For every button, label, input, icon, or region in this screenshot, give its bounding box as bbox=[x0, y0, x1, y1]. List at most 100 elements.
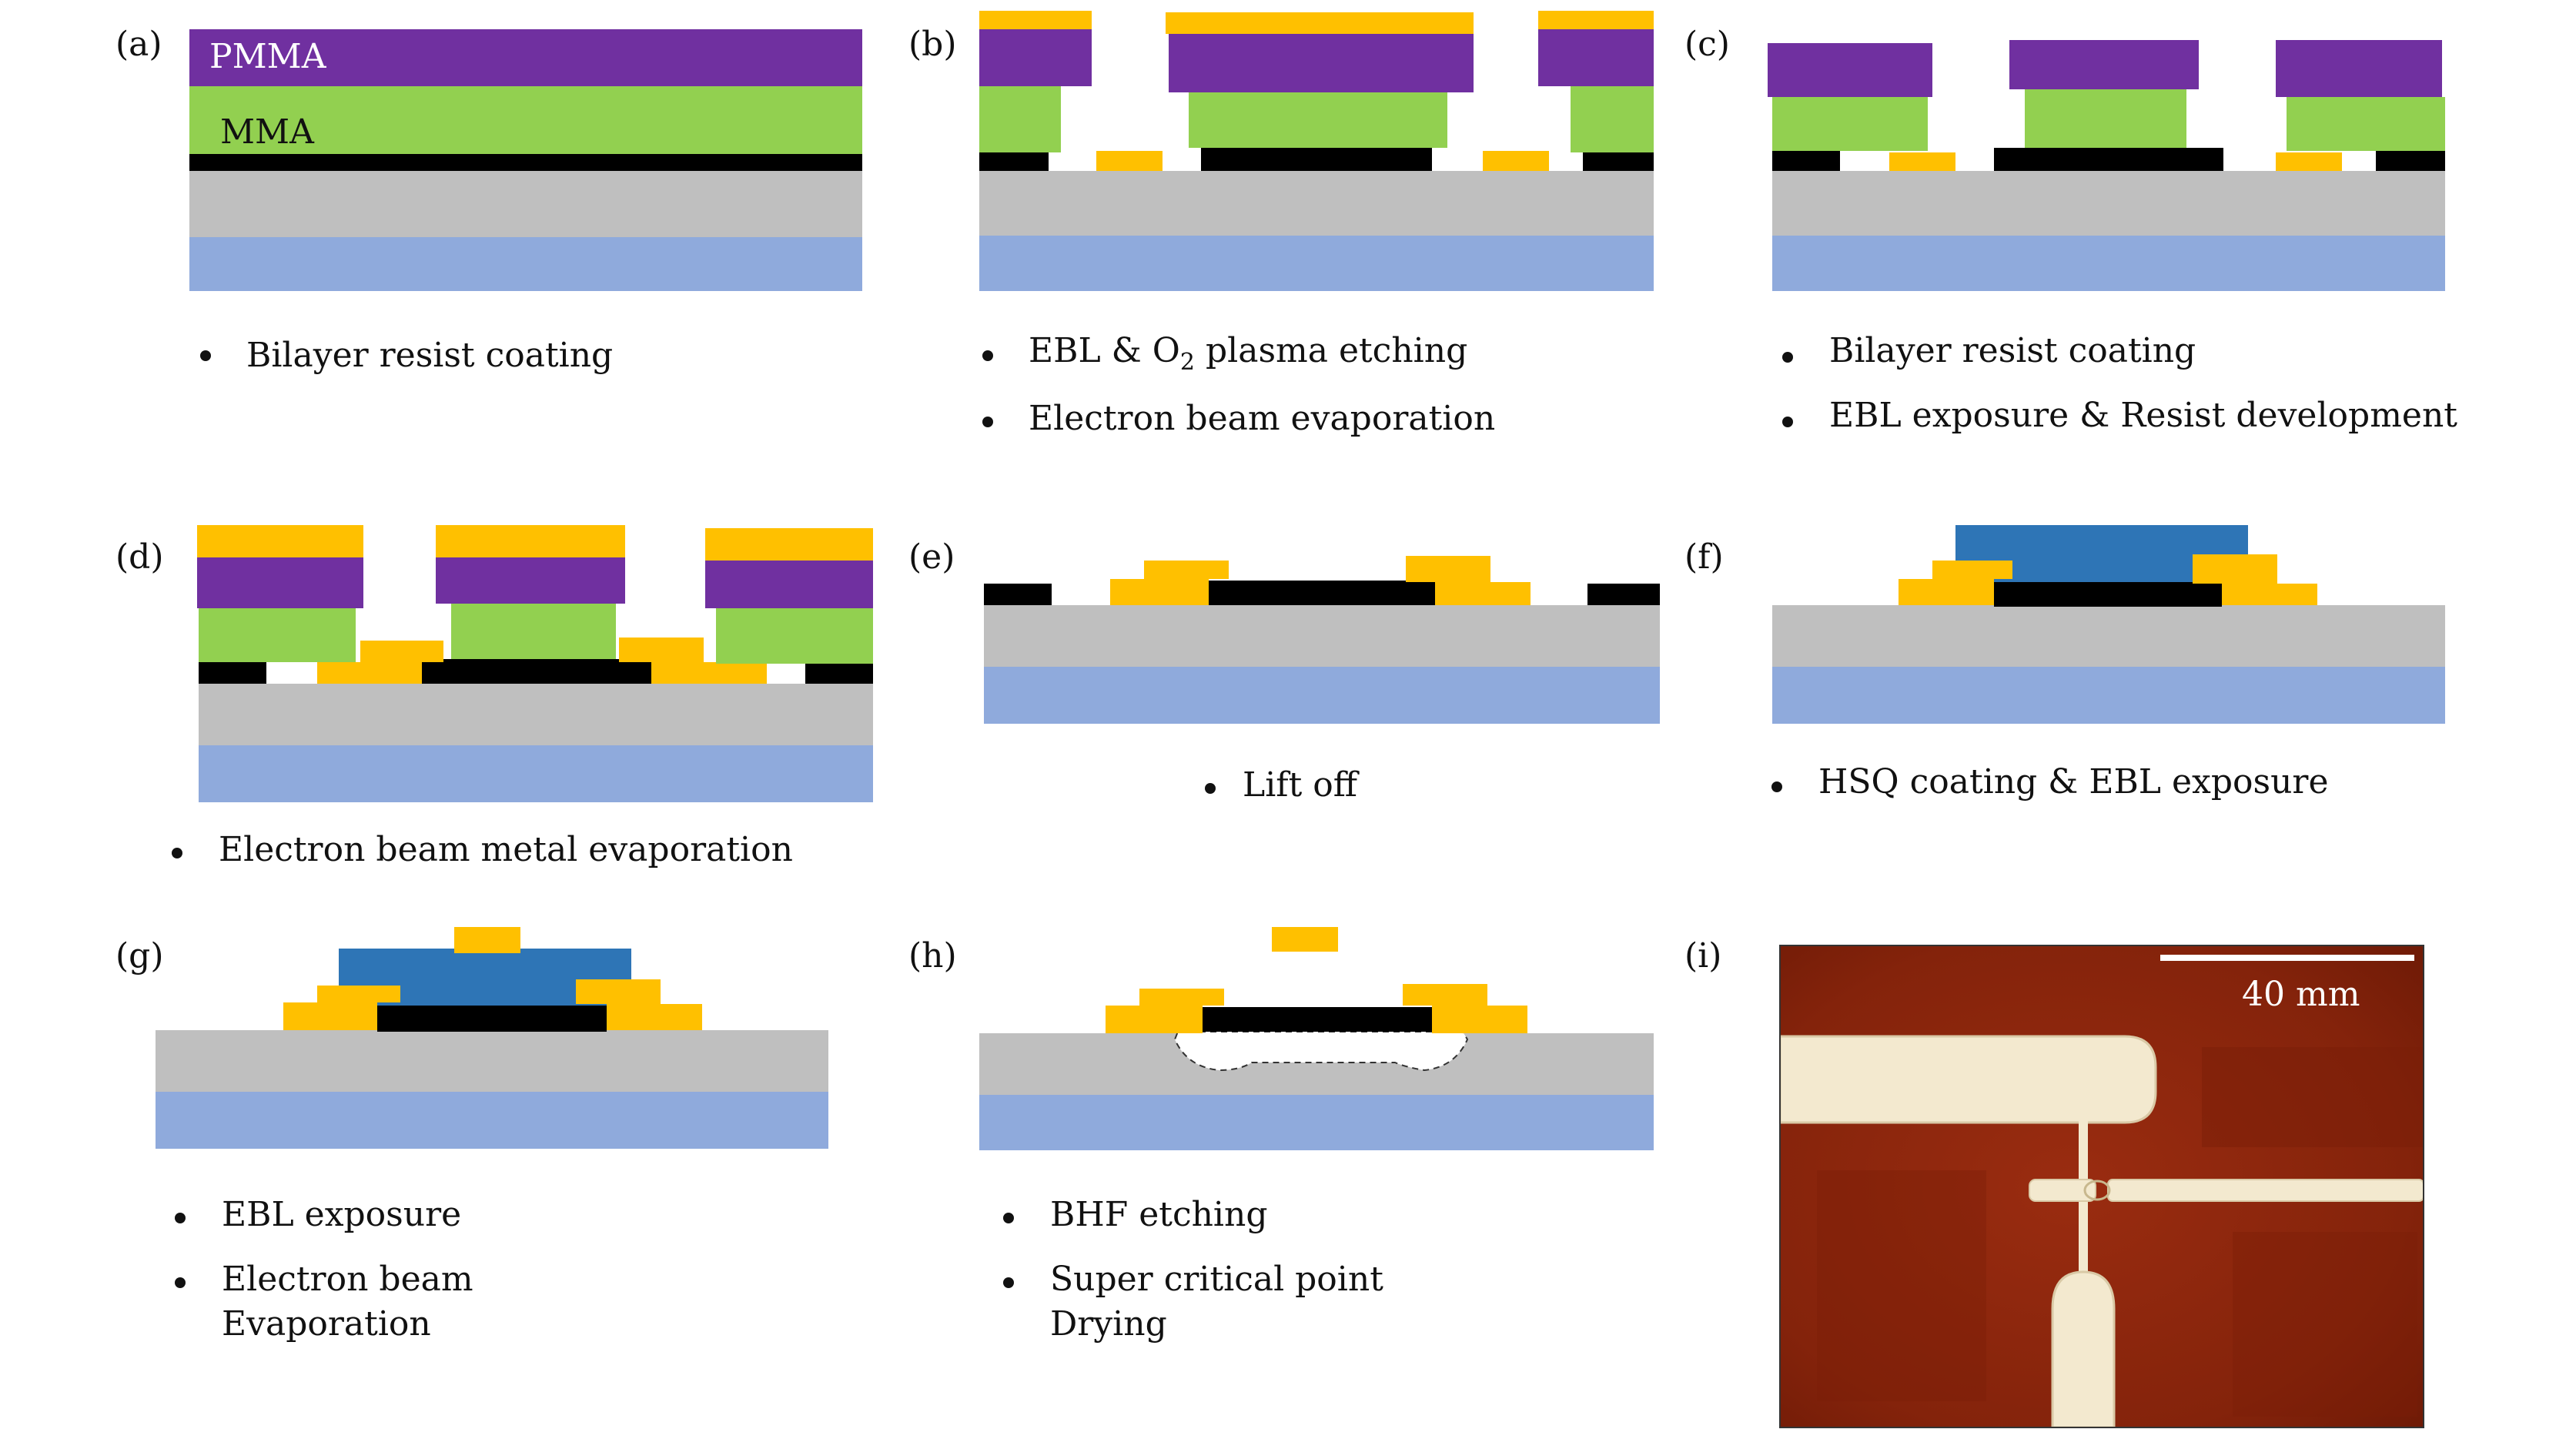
mma-pillar bbox=[1571, 86, 1654, 152]
caption-b-1: EBL & O2 plasma etching bbox=[1029, 331, 1467, 376]
mma-pillar bbox=[2025, 88, 2186, 148]
electrode-right bbox=[2107, 1179, 2424, 1202]
pmma-cap bbox=[1768, 43, 1932, 97]
gold-contact bbox=[1435, 582, 1531, 605]
graphene-piece bbox=[199, 662, 266, 684]
graphene-piece bbox=[2376, 151, 2445, 171]
graphene-layer bbox=[189, 154, 862, 171]
panel-f: (f) HSQ coating & EBL exposure bbox=[1684, 525, 2445, 802]
micrograph-image: 40 mm bbox=[1780, 945, 2424, 1427]
bullet-dot bbox=[1003, 1213, 1014, 1223]
device-channel bbox=[2083, 1180, 2111, 1201]
pmma-cap bbox=[2009, 40, 2199, 89]
gold-bridge bbox=[454, 927, 520, 953]
silicon-substrate bbox=[189, 237, 862, 291]
silicon-substrate bbox=[156, 1092, 828, 1149]
gold-contact bbox=[651, 662, 767, 684]
graphene-piece bbox=[1772, 151, 1840, 171]
oxide-layer bbox=[1772, 171, 2445, 236]
caption-b-2: Electron beam evaporation bbox=[1029, 399, 1495, 438]
caption-c-1: Bilayer resist coating bbox=[1829, 331, 2196, 370]
gold-contact bbox=[1106, 1006, 1203, 1033]
electrode-bottom bbox=[2051, 1270, 2116, 1427]
caption-g-3: Evaporation bbox=[222, 1304, 431, 1344]
gold-contact bbox=[283, 1002, 377, 1030]
electrode-lead bbox=[2079, 1201, 2088, 1278]
scale-bar-label: 40 mm bbox=[2242, 975, 2360, 1014]
silicon-substrate bbox=[1772, 667, 2445, 724]
gold-top bbox=[1538, 11, 1654, 29]
gold-contact bbox=[1139, 989, 1224, 1006]
caption-c-2: EBL exposure & Resist development bbox=[1829, 396, 2457, 435]
oxide-layer bbox=[1772, 605, 2445, 667]
gold-top bbox=[197, 525, 363, 557]
oxide-layer bbox=[156, 1030, 828, 1092]
mma-pillar bbox=[1772, 97, 1928, 151]
panel-b: (b) EBL & O2 plasma etching Electron bea… bbox=[908, 11, 1654, 438]
panel-label-c: (c) bbox=[1684, 25, 1730, 64]
bullet-dot bbox=[982, 350, 993, 361]
pmma-label: PMMA bbox=[209, 37, 327, 76]
bullet-dot bbox=[1205, 783, 1216, 794]
panel-label-a: (a) bbox=[115, 25, 162, 64]
gold-contact bbox=[619, 638, 704, 662]
oxide-layer bbox=[979, 171, 1654, 236]
gold-pad bbox=[2276, 152, 2342, 171]
pmma-cap bbox=[197, 557, 363, 608]
suspended-graphene bbox=[1203, 1007, 1432, 1032]
panel-label-h: (h) bbox=[908, 936, 957, 976]
gold-contact bbox=[1110, 579, 1209, 605]
panel-i: (i) 4 bbox=[1684, 936, 2424, 1428]
gold-contact bbox=[2193, 554, 2277, 584]
panel-label-e: (e) bbox=[908, 537, 955, 577]
panel-g: (g) EBL exposure Electron beam Evaporati… bbox=[115, 927, 828, 1344]
gold-top bbox=[436, 525, 625, 557]
silicon-substrate bbox=[199, 745, 873, 802]
bullet-dot bbox=[1003, 1277, 1014, 1288]
graphene-piece bbox=[377, 1006, 607, 1032]
electrode-top-left bbox=[1780, 1035, 2157, 1124]
graphene-piece bbox=[1201, 148, 1432, 171]
mma-layer bbox=[189, 86, 862, 154]
bullet-dot bbox=[175, 1277, 186, 1288]
gold-pad bbox=[1889, 152, 1955, 171]
bullet-dot bbox=[1782, 417, 1793, 427]
graphene-piece bbox=[422, 659, 651, 684]
caption-g-2: Electron beam bbox=[222, 1260, 473, 1299]
panel-e: (e) Lift off bbox=[908, 537, 1660, 805]
panel-a: (a) PMMA MMA Bilayer resist coating bbox=[115, 25, 862, 375]
gold-pad bbox=[1483, 151, 1549, 171]
bullet-dot bbox=[175, 1213, 186, 1223]
pmma-cap bbox=[979, 29, 1092, 86]
gold-bridge bbox=[1272, 927, 1338, 952]
bullet-dot bbox=[1771, 781, 1782, 792]
mma-pillar bbox=[1189, 92, 1447, 148]
caption-h-1: BHF etching bbox=[1050, 1195, 1268, 1234]
pmma-cap bbox=[2276, 40, 2442, 97]
panel-label-f: (f) bbox=[1684, 537, 1724, 577]
pmma-cap bbox=[1169, 32, 1474, 92]
caption-f-1: HSQ coating & EBL exposure bbox=[1818, 762, 2329, 802]
mma-pillar bbox=[716, 608, 873, 664]
oxide-layer bbox=[199, 684, 873, 745]
etched-cavity bbox=[1173, 1031, 1469, 1072]
caption-h-3: Drying bbox=[1050, 1304, 1167, 1344]
pmma-cap bbox=[705, 561, 873, 608]
pmma-layer bbox=[189, 29, 862, 86]
gold-contact bbox=[317, 986, 400, 1002]
oxide-layer bbox=[189, 171, 862, 237]
mma-pillar bbox=[2287, 97, 2445, 151]
scale-bar bbox=[2160, 955, 2414, 961]
silicon-substrate bbox=[984, 667, 1660, 724]
electrode-small-pad bbox=[2029, 1179, 2096, 1202]
mma-pillar bbox=[979, 86, 1061, 152]
caption-h-2: Super critical point bbox=[1050, 1260, 1383, 1299]
bullet-dot bbox=[172, 848, 182, 858]
pmma-cap bbox=[1538, 29, 1654, 86]
gold-contact bbox=[2222, 584, 2317, 605]
micrograph-frame bbox=[1779, 945, 2424, 1428]
graphene-piece bbox=[979, 152, 1049, 171]
panel-c: (c) Bilayer resist coating EBL exposure … bbox=[1684, 25, 2457, 435]
caption-a-1: Bilayer resist coating bbox=[246, 336, 613, 375]
graphene-piece bbox=[984, 584, 1052, 605]
